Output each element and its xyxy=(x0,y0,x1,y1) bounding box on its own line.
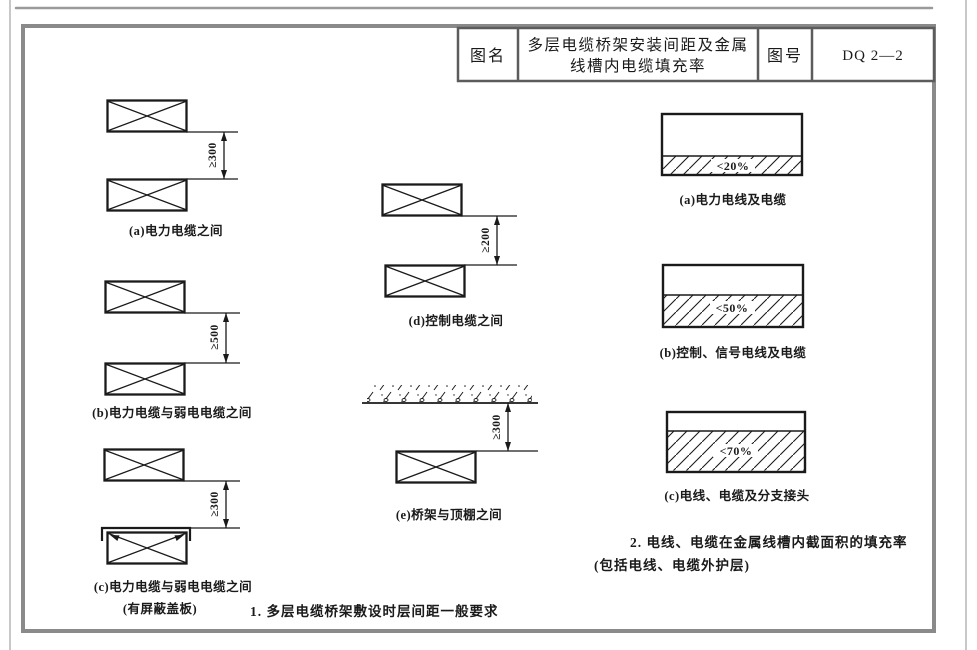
drawing-title-line2: 线槽内电缆填充率 xyxy=(570,57,706,75)
arrowhead-up-icon xyxy=(494,216,500,225)
spacing-diagram-c: ≥300 (c)电力电缆与弱电电缆之间 (有屏蔽盖板) xyxy=(94,448,252,616)
cable-tray-upper xyxy=(381,183,463,217)
section1-heading: 1. 多层电缆桥架敷设时层间距一般要求 xyxy=(250,603,499,619)
section2-heading-line2: (包括电线、电缆外护层) xyxy=(594,557,750,573)
diagram-caption: (c)电力电缆与弱电电缆之间 xyxy=(94,579,252,594)
diagram-caption: (a)电力电线及电缆 xyxy=(679,192,786,207)
fill-label-bg xyxy=(713,444,758,457)
cable-tray-lower xyxy=(384,264,466,298)
drawing-name-label: 图名 xyxy=(470,47,506,65)
diagram-caption: (c)电线、电缆及分支接头 xyxy=(664,488,809,503)
dimension-label: ≥300 xyxy=(209,491,221,517)
arrowhead-down-icon xyxy=(505,442,511,451)
dimension-label: ≥200 xyxy=(480,227,492,253)
spacing-diagram-a: ≥300 (a)电力电缆之间 xyxy=(106,99,238,238)
arrowhead-up-icon xyxy=(221,132,227,141)
arrowhead-up-icon xyxy=(223,481,229,490)
diagram-caption: (d)控制电缆之间 xyxy=(409,313,504,328)
drawing-title-line1: 多层电缆桥架安装间距及金属 xyxy=(527,36,748,54)
title-block: 图名 多层电缆桥架安装间距及金属 线槽内电缆填充率 图号 DQ 2—2 xyxy=(456,26,936,83)
page-edge-lines xyxy=(9,0,967,650)
diagram-caption: (b)电力电缆与弱电电缆之间 xyxy=(92,405,252,420)
fill-diagram-b: <50% (b)控制、信号电线及电缆 xyxy=(660,263,807,360)
spacing-diagram-b: ≥500 (b)电力电缆与弱电电缆之间 xyxy=(92,280,252,420)
cable-tray-lower xyxy=(106,178,188,212)
diagram-caption: (a)电力电缆之间 xyxy=(129,223,223,238)
arrowhead-down-icon xyxy=(223,354,229,363)
cable-tray-upper xyxy=(106,99,188,133)
dimension-label: ≥300 xyxy=(491,414,503,440)
fill-label-bg xyxy=(710,301,755,314)
diagram-caption: (b)控制、信号电线及电缆 xyxy=(660,345,807,360)
drawing-number-value: DQ 2—2 xyxy=(842,48,903,64)
ceiling-hatch-band xyxy=(367,385,532,402)
fill-limit-label: <50% xyxy=(716,301,749,315)
dimension-label: ≥300 xyxy=(207,142,219,168)
fill-limit-label: <70% xyxy=(720,444,753,458)
arrowhead-down-icon xyxy=(221,170,227,179)
arrowhead-up-icon xyxy=(505,403,511,412)
arrowhead-topright-icon xyxy=(174,535,184,541)
diagram-caption: (e)桥架与顶棚之间 xyxy=(396,507,502,522)
fill-label-bg xyxy=(711,159,755,172)
fill-diagram-a: <20% (a)电力电线及电缆 xyxy=(660,112,804,207)
cable-tray xyxy=(395,450,477,484)
spacing-diagram-e: ≥300 (e)桥架与顶棚之间 xyxy=(362,385,538,522)
shielding-cover-plate xyxy=(100,526,192,541)
drawing-frame-border xyxy=(21,24,936,633)
cable-tray-upper xyxy=(104,280,186,314)
arrowhead-down-icon xyxy=(223,519,229,528)
cable-tray-lower xyxy=(104,362,186,396)
arrowhead-down-icon xyxy=(494,256,500,265)
diagram-subcaption: (有屏蔽盖板) xyxy=(123,601,197,616)
arrowhead-topleft-icon xyxy=(110,535,120,541)
dimension-label: ≥500 xyxy=(209,324,221,350)
drawing-number-label: 图号 xyxy=(767,47,803,65)
fill-limit-label: <20% xyxy=(717,159,750,173)
spacing-diagram-d: ≥200 (d)控制电缆之间 xyxy=(381,183,517,328)
cable-tray-lower xyxy=(106,531,188,565)
title-block-outline xyxy=(456,26,936,83)
cable-tray-upper xyxy=(103,448,185,482)
arrowhead-up-icon xyxy=(223,313,229,322)
fill-diagram-c: <70% (c)电线、电缆及分支接头 xyxy=(664,410,809,503)
section2-heading-line1: 2. 电线、电缆在金属线槽内截面积的填充率 xyxy=(630,534,908,550)
